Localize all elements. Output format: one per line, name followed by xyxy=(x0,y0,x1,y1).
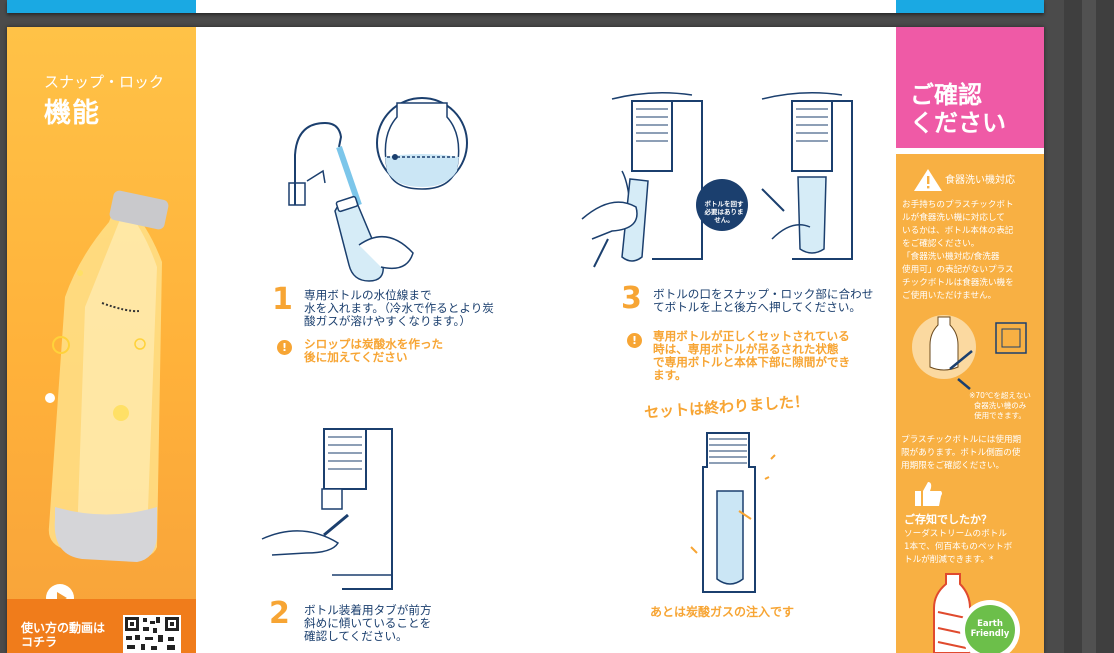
left-feature-panel: スナップ・ロック 機能 使い方の動画は コチラ xyxy=(7,27,196,653)
confirm-title: ご確認 ください xyxy=(910,81,1006,137)
final-machine-illustration xyxy=(690,432,776,593)
recycle-bottle-illustration xyxy=(933,573,1020,653)
warning-icon xyxy=(914,169,942,191)
step1-fill-bottle-illustration xyxy=(288,97,468,282)
dishwasher-heading: 食器洗い機対応 xyxy=(945,175,1015,186)
feature-subtitle: スナップ・ロック xyxy=(44,73,165,91)
temperature-note: ※70℃を超えない 食器洗い機のみ 使用できます。 xyxy=(969,391,1031,420)
thumbs-up-icon xyxy=(915,482,942,506)
previous-page-edge xyxy=(7,0,1044,13)
feature-title: 機能 xyxy=(44,98,100,129)
did-you-know-body: ソーダストリームのボトル 1本で、何百本ものペットボ トルが削減できます。* xyxy=(904,529,1013,565)
step-2-number: 2 xyxy=(269,596,290,631)
expiry-note: プラスチックボトルには使用期 限があります。ボトル側面の使 用期限をご確認くださ… xyxy=(901,435,1022,471)
step-1-number: 1 xyxy=(272,282,293,317)
step-1-alert-icon: ! xyxy=(277,340,292,355)
step3-snap-lock-illustration xyxy=(581,92,853,268)
step-1-text: 専用ボトルの水位線まで 水を入れます。（冷水で作るとより炭 酸ガスが溶けやすくな… xyxy=(304,288,494,328)
step-3-text: ボトルの口をスナップ・ロック部に合わせ てボトルを上と後方へ押してください。 xyxy=(653,287,874,314)
earth-friendly-badge: Earth Friendly xyxy=(970,619,1010,639)
info-sidebar xyxy=(896,154,1044,653)
video-link-label[interactable]: 使い方の動画は コチラ xyxy=(21,621,106,649)
qr-code-pattern xyxy=(125,617,179,650)
step-2-text: ボトル装着用タブが前方 斜めに傾いていることを 確認してください。 xyxy=(304,603,432,643)
did-you-know-heading: ご存知でしたか？ xyxy=(904,513,992,526)
dishwasher-bottle-illustration xyxy=(912,315,1027,390)
step2-tab-illustration xyxy=(261,428,393,590)
step-3-number: 3 xyxy=(621,281,642,316)
document-page: スナップ・ロック 機能 使い方の動画は コチラ xyxy=(7,27,1044,653)
qr-code[interactable] xyxy=(123,615,181,653)
step-3-note: 専用ボトルが正しくセットされている 時は、専用ボトルが吊るされた状態 で専用ボト… xyxy=(653,329,851,382)
step-3-alert-icon: ! xyxy=(627,333,642,348)
setup-complete-text: セットは終わりました！ xyxy=(643,392,810,422)
bottle-illustration xyxy=(45,190,169,562)
confirm-header-box xyxy=(896,27,1044,148)
no-rotate-badge-text: ボトルを回す 必要はありま せん。 xyxy=(704,200,744,224)
previous-page-blue-band-right xyxy=(896,0,1044,13)
scrollbar-thumb[interactable] xyxy=(1082,0,1096,653)
dishwasher-body: お手持ちのプラスチックボト ルが食器洗い機に対応して いるかは、ボトル本体の表記… xyxy=(902,200,1014,301)
step-1-note: シロップは炭酸水を作った 後に加えてください xyxy=(304,337,444,364)
next-step-text: あとは炭酸ガスの注入です xyxy=(650,605,795,619)
previous-page-blue-band-left xyxy=(7,0,196,13)
